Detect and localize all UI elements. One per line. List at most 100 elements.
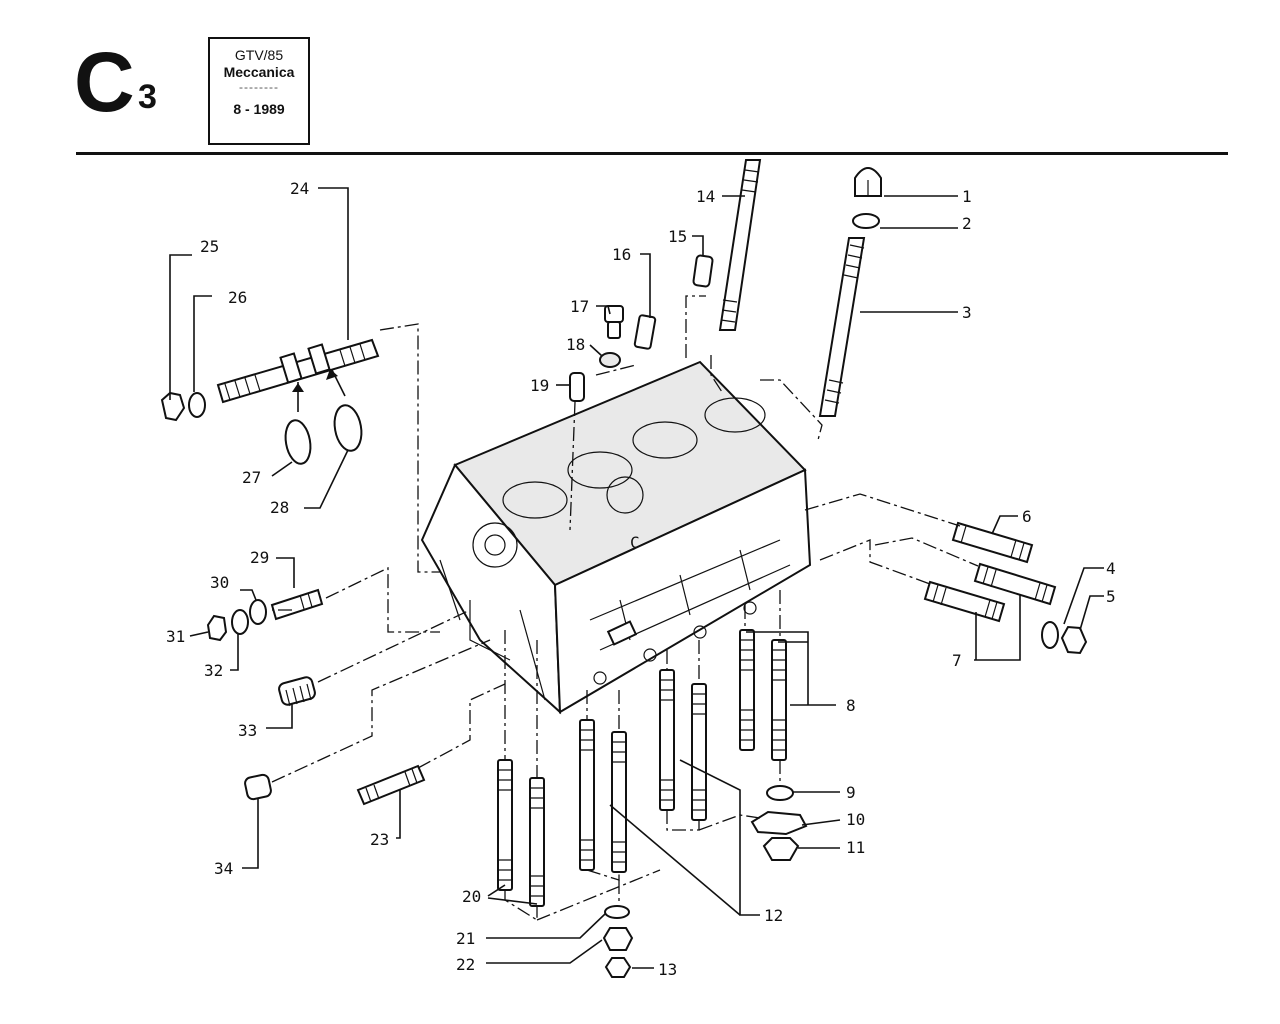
- section-number: 3: [138, 78, 157, 116]
- washer: [766, 785, 794, 801]
- callout-20: 20: [462, 887, 481, 906]
- callout-14: 14: [696, 187, 715, 206]
- washer: [1041, 621, 1059, 649]
- callout-4: 4: [1106, 559, 1116, 578]
- callout-6: 6: [1022, 507, 1032, 526]
- block-side-face: [553, 468, 812, 714]
- dowel: [569, 372, 585, 402]
- title-box: GTV/85 Meccanica -------- 8 - 1989: [208, 37, 310, 145]
- seal-ring: [599, 352, 621, 368]
- callout-30: 30: [210, 573, 229, 592]
- washer: [852, 213, 880, 229]
- callout-8: 8: [846, 696, 856, 715]
- callout-21: 21: [456, 929, 475, 948]
- bearing-stud: [611, 731, 627, 873]
- side-stud: [973, 562, 1057, 606]
- main-bearing-stud: [771, 639, 787, 761]
- main-bearing-stud: [739, 629, 755, 751]
- assembly-lines: [271, 295, 979, 922]
- stud-hole: [643, 648, 657, 662]
- head-stud: [818, 237, 866, 417]
- callout-1: 1: [962, 187, 972, 206]
- callout-22: 22: [456, 955, 475, 974]
- hex-nut: [1060, 625, 1088, 655]
- bearing-boss: [606, 476, 644, 514]
- threaded-stud: [356, 764, 426, 806]
- callout-18: 18: [566, 335, 585, 354]
- callout-9: 9: [846, 783, 856, 802]
- lock-tab: [750, 810, 808, 836]
- cylinder-bore: [632, 421, 698, 459]
- end-cap: [244, 773, 272, 801]
- callout-2: 2: [962, 214, 972, 233]
- callout-23: 23: [370, 830, 389, 849]
- callout-17: 17: [570, 297, 589, 316]
- hex-nut: [206, 614, 228, 642]
- callout-25: 25: [200, 237, 219, 256]
- leader-lines: [169, 187, 1104, 969]
- crank-bearing: [472, 522, 518, 568]
- model-label: GTV/85: [234, 47, 284, 63]
- side-stud: [923, 580, 1006, 623]
- washer: [231, 609, 249, 635]
- callout-19: 19: [530, 376, 549, 395]
- callout-5: 5: [1106, 587, 1116, 606]
- washer: [188, 392, 206, 418]
- o-ring: [333, 404, 363, 452]
- cylinder-bore: [567, 451, 633, 489]
- long-bearing-stud: [497, 759, 513, 891]
- hex-nut: [604, 957, 632, 978]
- callout-7: 7: [952, 651, 962, 670]
- stud-hole: [593, 671, 607, 685]
- o-ring: [284, 419, 312, 465]
- cylinder-bore: [704, 397, 766, 433]
- callout-15: 15: [668, 227, 687, 246]
- callout-28: 28: [270, 498, 289, 517]
- cap-nut: [854, 167, 882, 197]
- crank-bearing-inner: [484, 534, 506, 556]
- hex-nut: [762, 837, 800, 861]
- short-stud: [270, 588, 324, 621]
- callout-24: 24: [290, 179, 309, 198]
- sleeve: [633, 314, 657, 350]
- callout-16: 16: [612, 245, 631, 264]
- callout-31: 31: [166, 627, 185, 646]
- callout-11: 11: [846, 838, 865, 857]
- washer: [249, 599, 267, 625]
- date-label: 8 - 1989: [233, 101, 285, 117]
- block-marking: C: [630, 533, 640, 552]
- callout-12: 12: [764, 906, 783, 925]
- stud-hole: [693, 625, 707, 639]
- spring: [278, 676, 316, 707]
- threaded-shaft: [216, 338, 380, 412]
- callout-33: 33: [238, 721, 257, 740]
- callout-34: 34: [214, 859, 233, 878]
- bearing-stud: [659, 669, 675, 811]
- washer: [604, 905, 630, 919]
- callout-32: 32: [204, 661, 223, 680]
- callout-29: 29: [250, 548, 269, 567]
- callout-27: 27: [242, 468, 261, 487]
- front-ribs: [439, 559, 546, 701]
- title-separator: --------: [239, 80, 279, 94]
- side-ribs: [589, 539, 791, 651]
- callout-10: 10: [846, 810, 865, 829]
- hex-nut: [602, 927, 634, 951]
- cylinder-bore: [502, 481, 568, 519]
- plug: [604, 305, 624, 339]
- callout-26: 26: [228, 288, 247, 307]
- long-bearing-stud: [529, 777, 545, 907]
- side-plug: [606, 620, 638, 646]
- bearing-stud: [691, 683, 707, 821]
- header-rule: [76, 152, 1228, 155]
- callout-3: 3: [962, 303, 972, 322]
- dowel-sleeve: [692, 254, 714, 288]
- hex-nut: [160, 391, 186, 422]
- category-label: Meccanica: [223, 64, 295, 80]
- bearing-stud: [579, 719, 595, 871]
- side-stud: [951, 521, 1034, 564]
- callout-13: 13: [658, 960, 677, 979]
- engine-block: C: [420, 360, 812, 715]
- section-letter: C: [74, 35, 135, 129]
